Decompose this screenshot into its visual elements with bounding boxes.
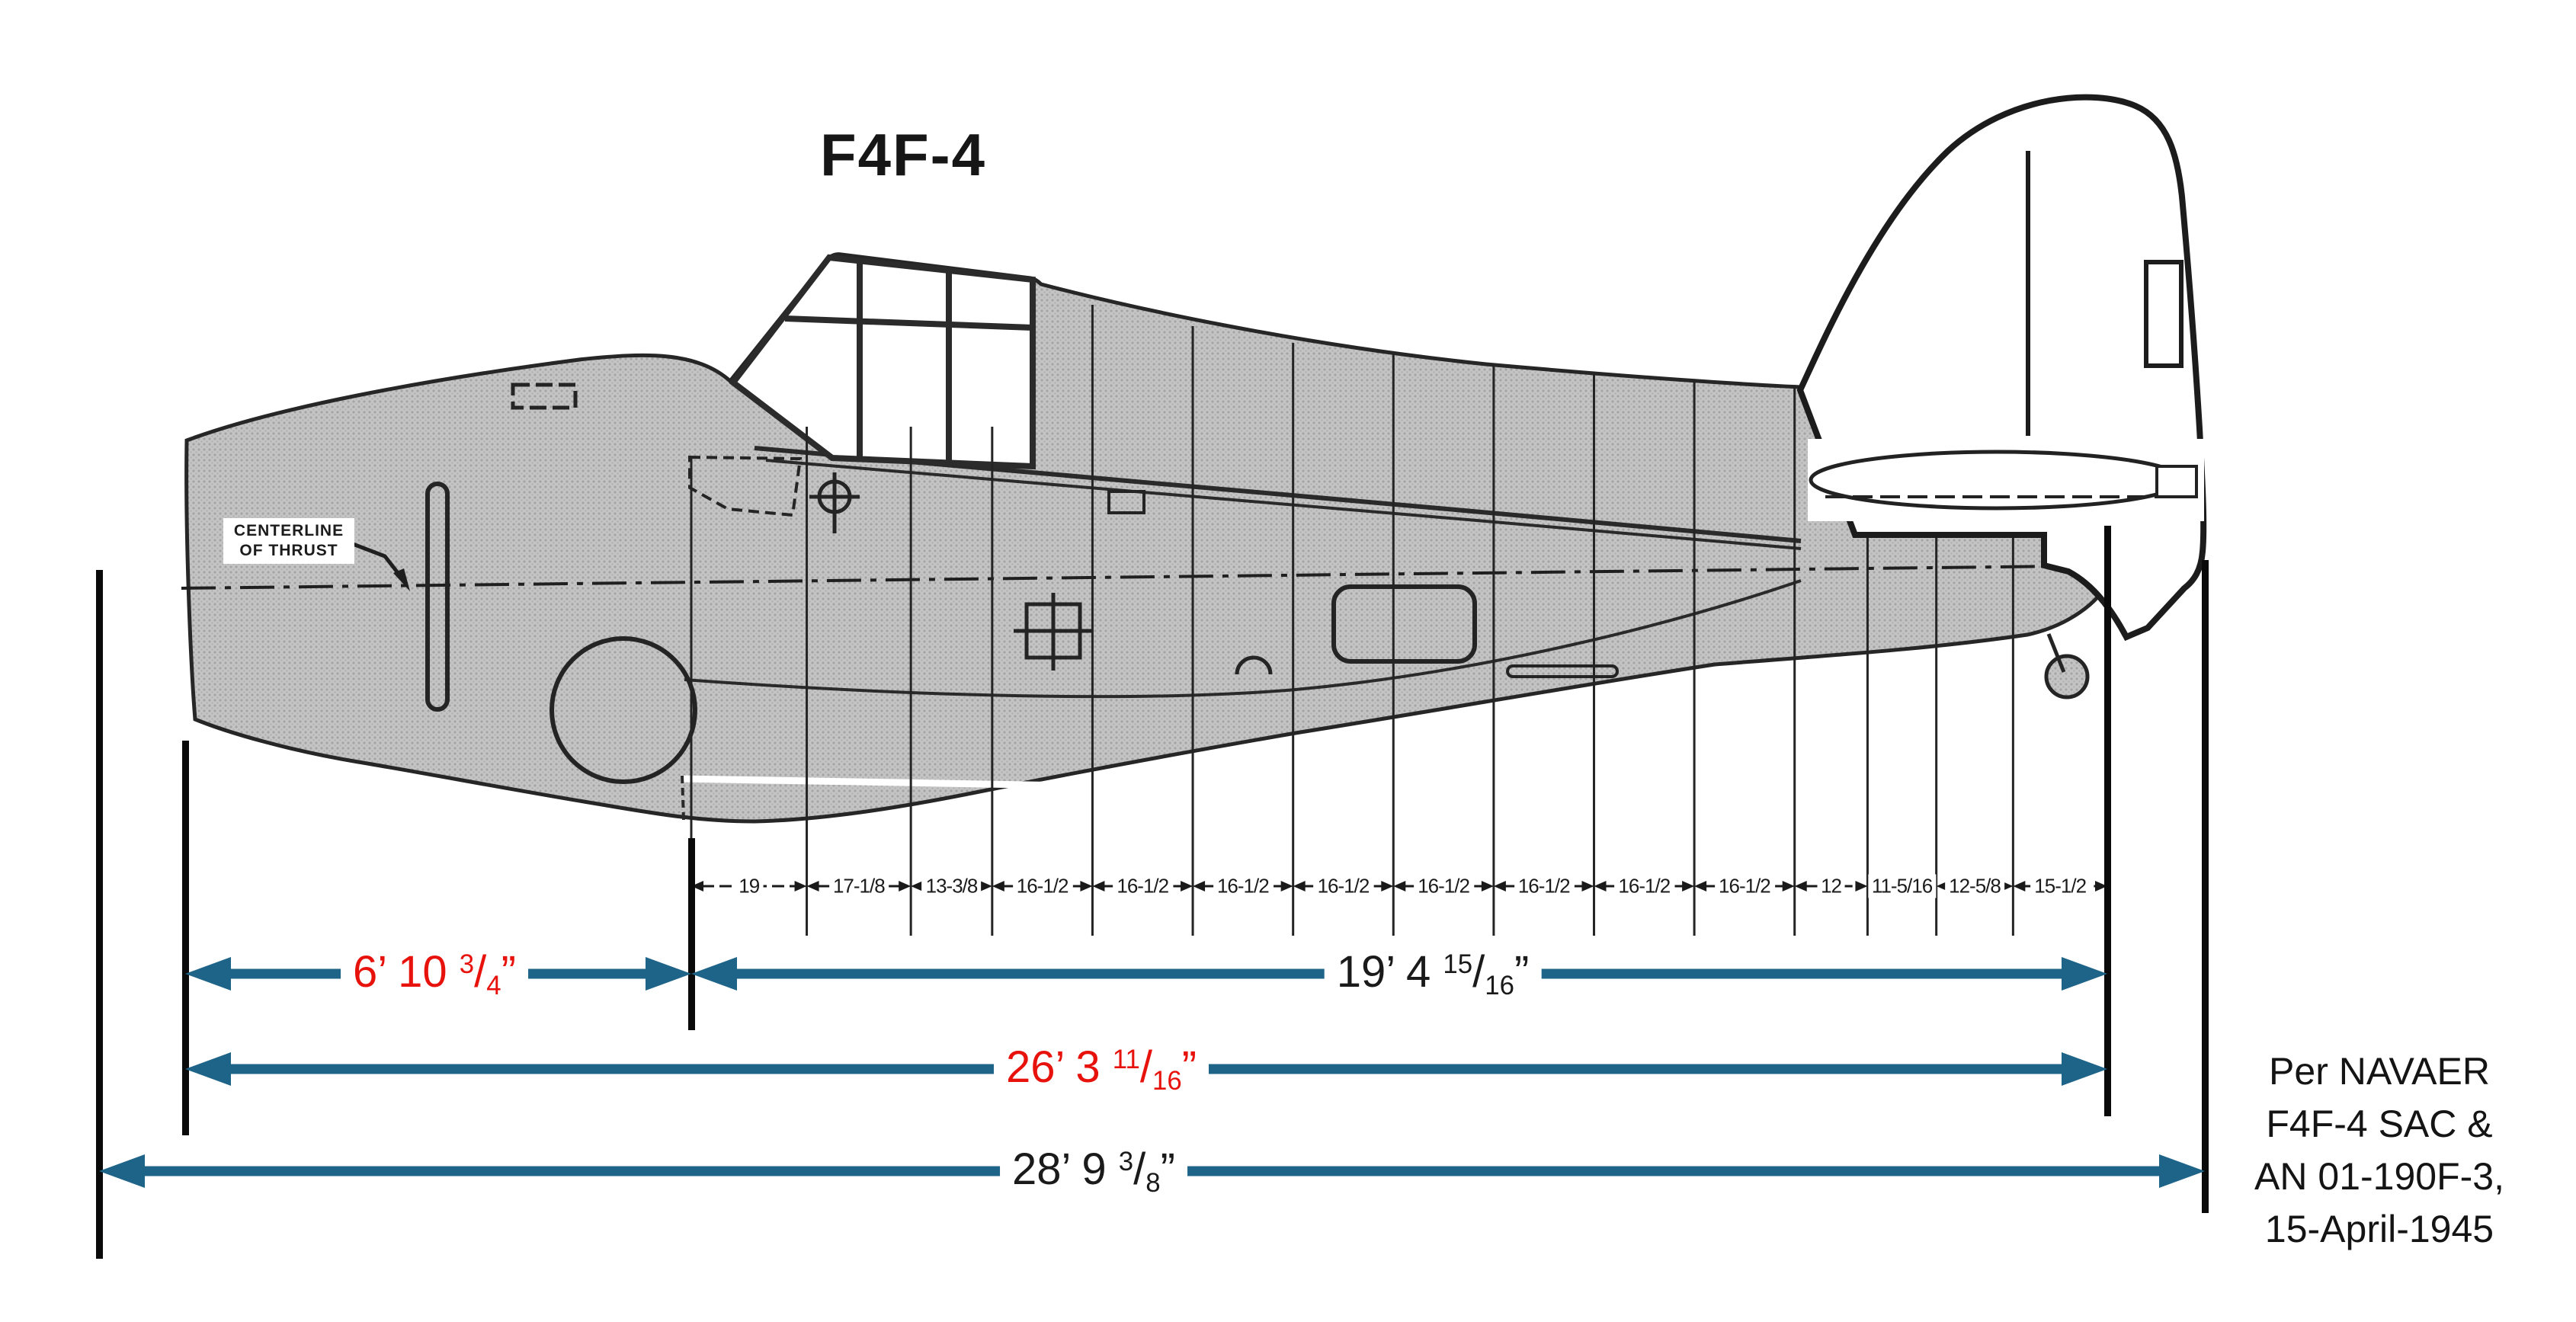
dimension-arrowhead-right [646,957,691,991]
centerline-label-line1: CENTERLINE [233,522,344,539]
tail-wheel [2044,654,2090,699]
station-measurement-label: 13-3/8 [921,874,982,898]
station-dim-arrowhead-right [979,881,992,891]
station-dim-arrowhead-right [1481,881,1494,891]
small-hatch [1107,490,1145,514]
station-measurement-label: 15-1/2 [2030,874,2091,898]
station-dim-arrowhead-left [1393,881,1406,891]
station-measurement-label: 16-1/2 [1715,874,1774,898]
wing-step-line [681,775,685,821]
tail-wheel-strut [2046,633,2066,673]
fuel-tank-outline [688,455,803,517]
page-title: F4F-4 [819,121,987,188]
centerline-label-line2: OF THRUST [239,542,338,559]
station-dim-arrowhead-right [1181,881,1193,891]
station-dim-arrowhead-right [794,881,807,891]
fuselage-step-bump [1235,655,1273,675]
fuselage-access-hatch [1331,584,1477,664]
station-dim-arrowhead-left [992,881,1004,891]
horizontal-stabilizer [1809,450,2185,511]
station-measurement-label: 16-1/2 [1614,874,1674,898]
source-note: Per NAVAER F4F-4 SAC & AN 01-190F-3, 15-… [2254,1045,2504,1256]
station-dim-arrowhead-left [2013,881,2026,891]
station-measurement-label: 16-1/2 [1113,874,1173,898]
dimension-arrowhead-left [185,1052,231,1086]
station-measurement-label: 17-1/8 [828,874,889,898]
fuselage-silhouette [184,252,2110,824]
rudder-trim-tab [2144,260,2184,368]
centerline-of-thrust-label: CENTERLINE OF THRUST [223,518,354,564]
station-measurement-label: 12-5/8 [1945,874,2004,898]
station-dim-arrowhead-right [1381,881,1394,891]
wing-fairing-lower-line [684,579,1802,699]
source-note-line3: AN 01-190F-3, [2254,1155,2504,1198]
canopy-frame-bars [784,261,1033,463]
wing-fairing-upper-line-2 [765,459,1802,550]
wing-trailing-panel-line [680,775,1113,790]
reference-post [182,741,189,1135]
station-dim-arrowhead-left [691,881,703,891]
station-measurement-label: 12 [1817,874,1846,898]
dimension-label-fuselage-length: 26’ 3 11/16” [993,1041,1210,1096]
station-dim-arrowhead-right [1581,881,1594,891]
station-dim-arrowhead-left [1193,881,1206,891]
arrestor-hook-housing [1506,664,1619,678]
station-measurement-label: 16-1/2 [1313,874,1373,898]
source-note-line1: Per NAVAER [2269,1050,2490,1093]
station-measurement-label: 19 [735,874,764,898]
dimension-arrowhead-left [99,1154,145,1188]
station-dim-arrowhead-left [1694,881,1707,891]
station-measurement-label: 11-5/16 [1867,874,1937,898]
station-dim-arrowhead-right [899,881,912,891]
station-dim-arrowhead-right [1782,881,1795,891]
dimension-arrowhead-right [2062,957,2107,991]
reference-post [96,570,103,1259]
reference-mark-mid [1014,593,1093,671]
centerline-leader-arrowhead [393,568,410,591]
station-dim-arrowhead-left [806,881,819,891]
station-dim-arrowhead-right [2095,881,2107,891]
dimension-label-station-span: 19’ 4 15/16” [1324,946,1542,1000]
canopy [729,254,1036,470]
elevator-tab [2155,465,2198,498]
station-dim-arrowhead-left [1092,881,1105,891]
reference-post [688,838,695,1030]
station-measurement-label: 16-1/2 [1213,874,1273,898]
station-measurement-label: 16-1/2 [1414,874,1473,898]
thrust-centerline [181,564,2129,590]
reference-post [2104,526,2111,1116]
station-dim-arrowhead-left [1794,881,1807,891]
dimension-label-cowl-length: 6’ 10 3/4” [341,946,528,1000]
dimension-arrowhead-left [691,957,737,991]
reference-mark-forward [809,472,860,533]
reference-post [2202,560,2209,1213]
station-dim-arrowhead-left [911,881,924,891]
station-dim-arrowhead-right [1855,881,1868,891]
main-wheel [549,636,697,784]
station-measurement-label: 16-1/2 [1012,874,1072,898]
engine-access-slot [425,482,450,712]
station-measurement-label: 16-1/2 [1514,874,1574,898]
source-note-line2: F4F-4 SAC & [2266,1103,2493,1145]
station-dim-arrowhead-left [1493,881,1506,891]
station-dim-arrowhead-right [1280,881,1293,891]
dimension-arrowhead-left [185,957,231,991]
dimension-label-overall-length: 28’ 9 3/8” [1000,1143,1187,1198]
station-dim-arrowhead-right [1080,881,1093,891]
dimension-arrowhead-right [2062,1052,2107,1086]
station-dim-arrowhead-left [1594,881,1607,891]
source-note-line4: 15-April-1945 [2264,1208,2494,1250]
dimension-arrowhead-right [2159,1154,2205,1188]
deck-hatch [511,383,578,410]
station-dim-arrowhead-right [1682,881,1695,891]
station-dim-arrowhead-left [1293,881,1306,891]
